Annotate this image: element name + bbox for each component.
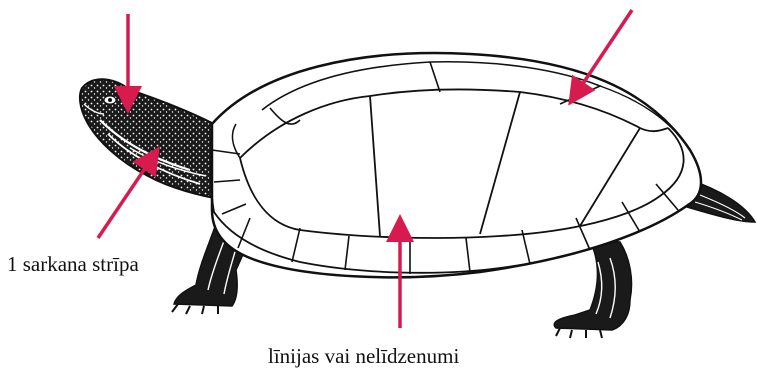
turtle-shell — [211, 53, 701, 277]
arrow-red-stripe — [98, 158, 152, 238]
label-red-stripe: 1 sarkana strīpa — [7, 254, 139, 275]
turtle-head — [80, 79, 226, 200]
label-shell-ridges: līnijas vai nelīdzenumi — [268, 346, 459, 367]
